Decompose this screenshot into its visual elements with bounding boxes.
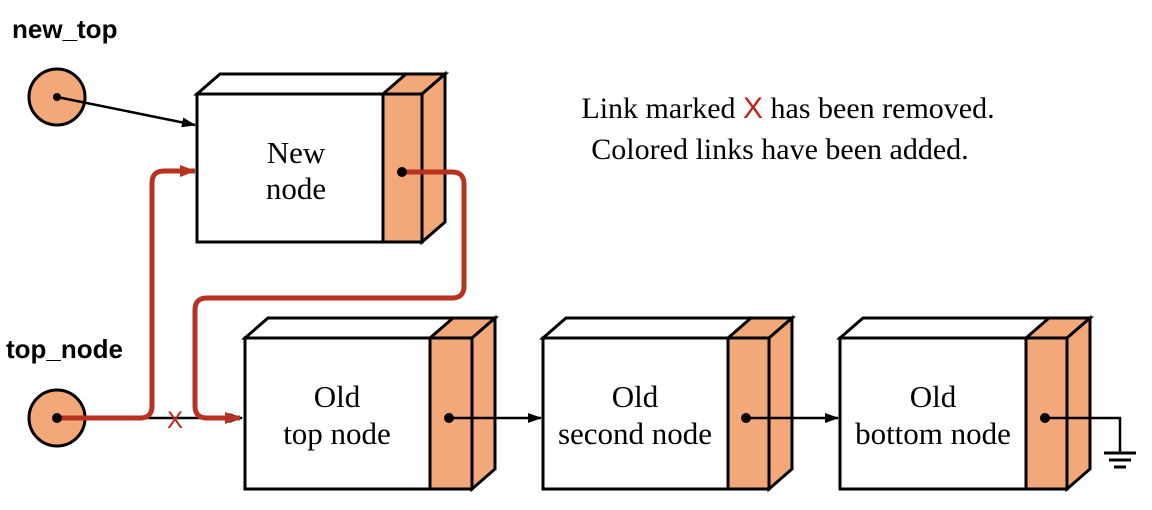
old-top-node-line1: Old: [314, 379, 361, 414]
new-node-line1: New: [267, 135, 326, 170]
new-node-line2: node: [266, 171, 326, 206]
note-line1: Link marked X has been removed.: [581, 92, 994, 125]
note-line2: Colored links have been added.: [591, 133, 968, 166]
new-top-label: new_top: [12, 14, 117, 44]
old-second-node-line1: Old: [612, 379, 659, 414]
old-second-link-dot: [741, 413, 751, 423]
null-ground-icon: [1040, 413, 1136, 469]
added-link-new-to-old-top: [192, 169, 467, 424]
old-top-node: Old top node: [240, 314, 500, 493]
old-top-node-line2: top node: [283, 416, 391, 451]
old-top-link-dot: [444, 413, 454, 423]
old-second-node-line2: second node: [558, 416, 712, 451]
removed-link-mark: X: [167, 407, 183, 434]
new-top-link: [56, 95, 196, 128]
new-top-dot: [53, 93, 61, 101]
new-node-link-dot: [397, 167, 407, 177]
old-second-node: Old second node: [538, 314, 797, 493]
added-link-top-node-to-new: [57, 165, 196, 421]
top-node-dot: [52, 413, 62, 423]
old-bottom-node-line2: bottom node: [855, 416, 1011, 451]
old-bottom-node: Old bottom node: [835, 314, 1095, 493]
old-bottom-node-line1: Old: [910, 379, 957, 414]
new-node: New node: [192, 70, 450, 246]
top-node-label: top_node: [6, 334, 123, 364]
